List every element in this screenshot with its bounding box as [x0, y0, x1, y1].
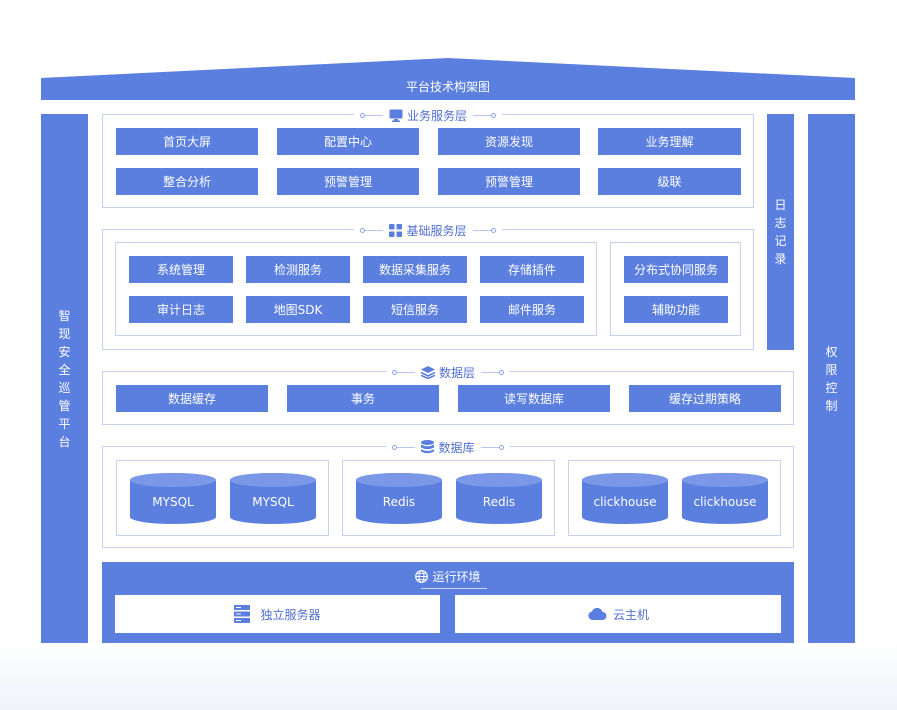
header-line [364, 114, 383, 116]
cylinder-shape [682, 473, 768, 524]
log-pillar-label: 日志记录 [774, 198, 787, 266]
data-layer-item[interactable]: 缓存过期策略 [629, 385, 781, 412]
database-label: Redis [482, 495, 516, 509]
layers-icon [420, 365, 435, 379]
cylinder-shape [130, 473, 216, 524]
database-label: MYSQL [152, 495, 194, 509]
header-line [396, 371, 415, 373]
database-group-mysql: MYSQL MYSQL [116, 460, 329, 536]
database-label: MYSQL [252, 495, 294, 509]
header-dot [392, 444, 398, 450]
runtime-item-server[interactable]: 独立服务器 [115, 595, 440, 633]
database-icon [421, 440, 435, 454]
header-line [473, 114, 491, 116]
header-dot [491, 112, 496, 118]
globe-icon [415, 570, 429, 583]
data-layer-item[interactable]: 读写数据库 [458, 385, 610, 412]
background-fade [0, 640, 897, 710]
base-item[interactable]: 分布式协同服务 [624, 256, 728, 283]
runtime-item-cloud[interactable]: 云主机 [455, 595, 781, 633]
base-item[interactable]: 系统管理 [129, 256, 233, 283]
left-pillar-label: 智现安全巡管平台 [58, 308, 71, 449]
business-item[interactable]: 预警管理 [277, 168, 419, 195]
business-layer-title: 业务服务层 [406, 108, 467, 123]
header-dot [359, 112, 365, 118]
grid-icon [389, 223, 403, 237]
business-layer-header: 业务服务层 [103, 107, 753, 123]
base-left-group: 系统管理 检测服务 数据采集服务 存储插件 审计日志 地图SDK 短信服务 邮件… [115, 242, 597, 336]
monitor-icon [389, 109, 403, 122]
business-layer-panel: 业务服务层 首页大屏 配置中心 资源发现 业务理解 整合分析 预警管理 预警管理… [102, 107, 754, 208]
header-line [480, 446, 499, 448]
runtime-item-label: 云主机 [612, 607, 649, 622]
database-label: Redis [382, 495, 416, 509]
header-dot [391, 369, 397, 375]
data-layer-panel: 数据层 数据缓存 事务 读写数据库 缓存过期策略 [102, 364, 794, 425]
cylinder-shape [582, 473, 668, 524]
header-line [397, 446, 416, 448]
cloud-icon [587, 607, 607, 621]
header-dot [490, 227, 496, 233]
business-item[interactable]: 级联 [598, 168, 741, 195]
base-item[interactable]: 审计日志 [129, 296, 233, 323]
cylinder-shape [356, 473, 442, 524]
base-item[interactable]: 短信服务 [363, 296, 467, 323]
base-item[interactable]: 地图SDK [246, 296, 350, 323]
base-layer-panel: 基础服务层 系统管理 检测服务 数据采集服务 存储插件 审计日志 地图SDK 短… [102, 222, 754, 350]
right-pillar-label: 权限控制 [825, 344, 838, 413]
cylinder-shape [456, 473, 542, 524]
base-item[interactable]: 邮件服务 [480, 296, 584, 323]
left-pillar: 智现安全巡管平台 [41, 114, 88, 643]
data-layer-item[interactable]: 数据缓存 [116, 385, 268, 412]
database-title: 数据库 [438, 440, 475, 455]
database-header: 数据库 [103, 439, 793, 455]
log-pillar: 日志记录 [767, 114, 794, 350]
server-icon [234, 605, 251, 623]
header-dot [498, 444, 504, 450]
cylinder-shape [230, 473, 316, 524]
business-item[interactable]: 配置中心 [277, 128, 419, 155]
database-label: clickhouse [693, 495, 757, 509]
data-layer-header: 数据层 [103, 364, 793, 380]
database-cylinder[interactable]: MYSQL [130, 473, 216, 524]
right-pillar: 权限控制 [808, 114, 855, 643]
header-line [481, 371, 499, 373]
base-right-group: 分布式协同服务 辅助功能 [610, 242, 741, 336]
runtime-title-underline [421, 588, 487, 589]
base-item[interactable]: 数据采集服务 [363, 256, 467, 283]
database-cylinder[interactable]: Redis [456, 473, 542, 524]
roof-shape [41, 58, 855, 100]
page-title: 平台技术构架图 [405, 80, 490, 94]
business-item[interactable]: 整合分析 [116, 168, 258, 195]
base-item[interactable]: 检测服务 [246, 256, 350, 283]
business-item[interactable]: 预警管理 [438, 168, 580, 195]
header-dot [499, 369, 504, 375]
header-line [365, 229, 384, 231]
runtime-panel: 运行环境 独立服务器 云主机 [102, 562, 794, 643]
base-item[interactable]: 存储插件 [480, 256, 584, 283]
runtime-header: 运行环境 [102, 568, 794, 585]
header-line [472, 229, 491, 231]
business-item[interactable]: 业务理解 [598, 128, 741, 155]
business-item[interactable]: 首页大屏 [116, 128, 258, 155]
runtime-title: 运行环境 [432, 570, 481, 584]
database-cylinder[interactable]: MYSQL [230, 473, 316, 524]
database-group-redis: Redis Redis [342, 460, 555, 536]
database-panel: 数据库 MYSQL MYSQL Redis Redis clickhouse [102, 439, 794, 548]
roof-banner: 平台技术构架图 [41, 58, 855, 100]
business-item[interactable]: 资源发现 [438, 128, 580, 155]
database-cylinder[interactable]: clickhouse [682, 473, 768, 524]
base-layer-header: 基础服务层 [103, 222, 753, 238]
base-item[interactable]: 辅助功能 [624, 296, 728, 323]
database-label: clickhouse [593, 495, 657, 509]
header-dot [360, 227, 366, 233]
database-cylinder[interactable]: Redis [356, 473, 442, 524]
base-layer-title: 基础服务层 [406, 223, 467, 238]
data-layer-title: 数据层 [438, 365, 475, 380]
database-cylinder[interactable]: clickhouse [582, 473, 668, 524]
data-layer-item[interactable]: 事务 [287, 385, 439, 412]
database-group-clickhouse: clickhouse clickhouse [568, 460, 781, 536]
runtime-item-label: 独立服务器 [260, 607, 321, 622]
